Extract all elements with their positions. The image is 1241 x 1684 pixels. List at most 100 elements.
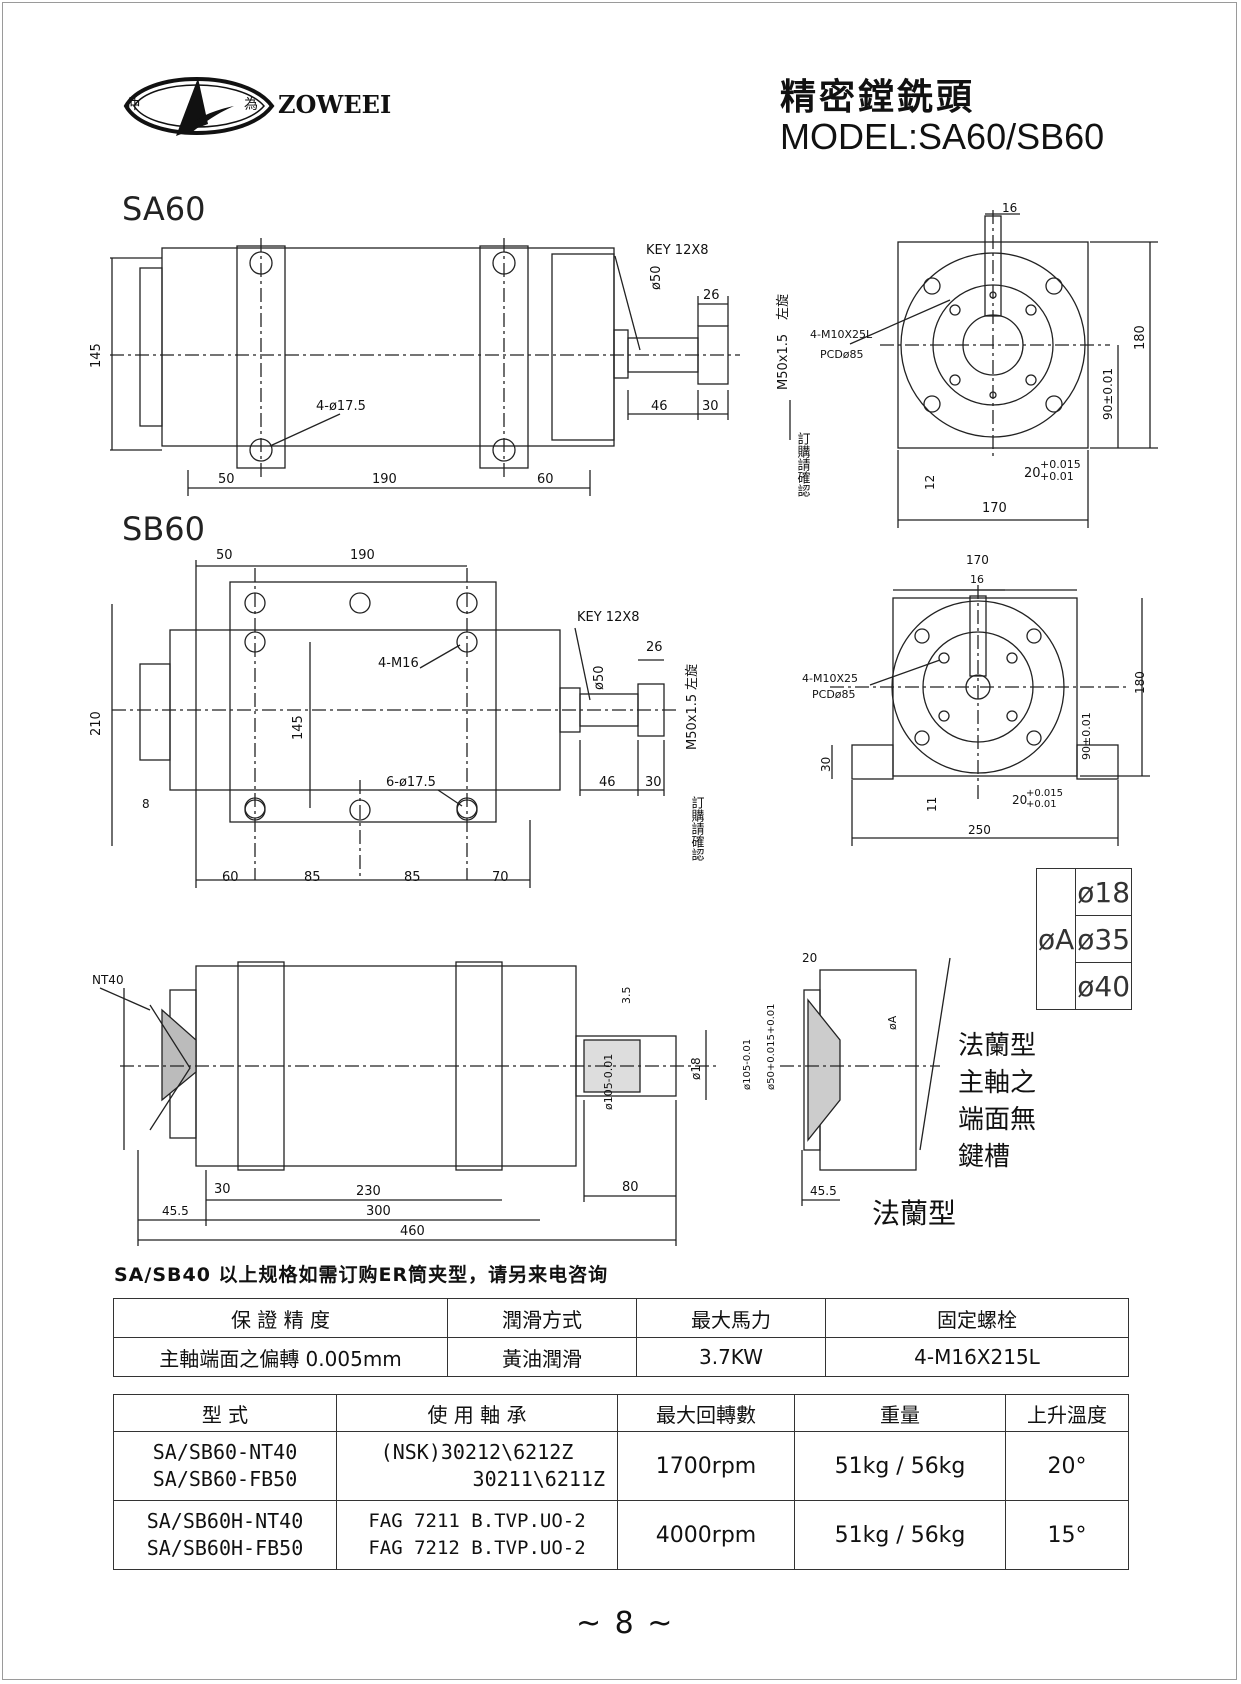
sa60-end-dim-16: 16: [1002, 201, 1017, 215]
accuracy-value: 主軸端面之偏轉 0.005mm: [113, 1337, 448, 1377]
sa60-end-dim-12: 12: [923, 475, 937, 490]
logo-brand-text: ZOWEEI: [278, 90, 392, 119]
model-cell: SA/SB60H-NT40 SA/SB60H-FB50: [113, 1500, 337, 1570]
er-collet-note: SA/SB40 以上规格如需订购ER筒夹型，请另来电咨询: [114, 1264, 609, 1286]
sb60-left-rotation: 左旋: [685, 664, 700, 690]
sa60-shaft-dia: ø50: [649, 266, 664, 291]
spec-table-1: 保 證 精 度 潤滑方式 最大馬力 固定螺栓 主軸端面之偏轉 0.005mm 黃…: [113, 1298, 1129, 1377]
rpm-value: 4000rpm: [617, 1500, 795, 1570]
sb60-side-view: [111, 560, 680, 888]
header-weight: 重量: [794, 1394, 1006, 1432]
dia-a-label: øA: [1035, 868, 1077, 1010]
sb60-end-dim-20: 20: [1012, 793, 1027, 807]
weight-value: 51kg / 56kg: [794, 1500, 1006, 1570]
weight-value: 51kg / 56kg: [794, 1431, 1006, 1501]
sb60-end-pcd: PCDø85: [812, 688, 856, 701]
page-title-model: MODEL:SA60/SB60: [780, 116, 1105, 157]
header-max-rpm: 最大回轉數: [617, 1394, 795, 1432]
sa60-key-label: KEY 12X8: [646, 243, 709, 258]
header-max-power: 最大馬力: [636, 1298, 826, 1338]
sb60-end-dim-16: 16: [970, 573, 984, 586]
sa60-left-rotation: 左旋: [776, 294, 791, 320]
flange-note-line: 端面無: [958, 1105, 1037, 1135]
sa60-end-dim-170: 170: [982, 501, 1007, 516]
sb60-end-dim-30: 30: [819, 757, 833, 772]
sa60-dim-46: 46: [651, 399, 668, 414]
sa60-end-pcd: PCDø85: [820, 348, 864, 361]
sb60-end-tol-up: +0.015: [1026, 788, 1063, 799]
dia-a-value: ø18: [1075, 868, 1133, 916]
sb60-dim-60: 60: [222, 870, 239, 885]
sa60-end-view: [849, 210, 1158, 528]
section-title-sb60: SB60: [122, 510, 205, 548]
header-accuracy: 保 證 精 度: [113, 1298, 448, 1338]
sb60-inner-145: 145: [291, 715, 306, 740]
sa60-end-tol-dn: +0.01: [1040, 470, 1074, 483]
flange-note-line: 法蘭型: [958, 1031, 1037, 1061]
sa60-side-view: [110, 238, 791, 496]
bearing-line: FAG 7211 B.TVP.UO-2: [368, 1510, 586, 1532]
section-nt40-label: NT40: [92, 973, 124, 987]
bolts-value: 4-M16X215L: [825, 1337, 1129, 1377]
sa60-end-dim-90: 90±0.01: [1101, 368, 1115, 420]
sa60-dim-60: 60: [537, 472, 554, 487]
sb60-end-tol-dn: +0.01: [1026, 799, 1057, 810]
sb60-end-dim-170: 170: [966, 553, 989, 567]
sa60-end-pcd-holes: 4-M10X25L: [810, 328, 873, 341]
section-title-sa60: SA60: [122, 190, 206, 228]
brand-logo: 仲 為 ZOWEEI: [116, 66, 391, 150]
flange-dia-105: ø105-0.01: [742, 1039, 753, 1090]
logo-emblem: [123, 77, 275, 136]
lubrication-value: 黃油潤滑: [447, 1337, 637, 1377]
logo-char-right: 為: [244, 97, 258, 113]
sb60-end-dim-180: 180: [1133, 671, 1147, 694]
bearing-line: FAG 7212 B.TVP.UO-2: [368, 1537, 586, 1559]
sb60-height-210: 210: [89, 711, 104, 736]
sb60-key-label: KEY 12X8: [577, 610, 640, 625]
sb60-dim-8: 8: [142, 797, 150, 811]
section-dim-45-5: 45.5: [162, 1204, 189, 1218]
bearing-cell: FAG 7211 B.TVP.UO-2 FAG 7212 B.TVP.UO-2: [336, 1500, 618, 1570]
page-number: ~ 8 ~: [576, 1606, 675, 1641]
bearing-cell: (NSK)30212\6212Z 30211\6211Z: [336, 1431, 618, 1501]
model-line: SA/SB60-FB50: [152, 1467, 298, 1491]
model-line: SA/SB60-NT40: [152, 1440, 298, 1464]
flange-dia-50: ø50+0.015+0.01: [766, 1004, 777, 1091]
sa60-dim-50: 50: [218, 472, 235, 487]
bearing-line: 30211\6211Z: [472, 1467, 605, 1491]
header-temp-rise: 上升溫度: [1005, 1394, 1129, 1432]
rpm-value: 1700rpm: [617, 1431, 795, 1501]
header-bearing: 使 用 軸 承: [336, 1394, 618, 1432]
sa60-end-dim-180: 180: [1133, 325, 1148, 350]
section-view: [99, 957, 951, 1246]
sb60-thread: M50x1.5: [685, 694, 700, 750]
flange-dim-45-5: 45.5: [810, 1184, 837, 1198]
section-dia-105: ø105-0.01: [602, 1054, 615, 1110]
section-dia-18: ø18: [689, 1057, 703, 1080]
spec-table-2: 型 式 使 用 軸 承 最大回轉數 重量 上升溫度 SA/SB60-NT40 S…: [113, 1394, 1129, 1570]
header-bolts: 固定螺栓: [825, 1298, 1129, 1338]
section-dim-230: 230: [356, 1184, 381, 1199]
logo-char-left: 仲: [126, 97, 140, 113]
model-line: SA/SB60H-NT40: [146, 1509, 304, 1533]
section-dim-3-5: 3.5: [620, 987, 633, 1005]
sb60-dim-70: 70: [492, 870, 509, 885]
sa60-dim-30: 30: [702, 399, 719, 414]
sb60-shaft-dia: ø50: [592, 666, 607, 691]
model-cell: SA/SB60-NT40 SA/SB60-FB50: [113, 1431, 337, 1501]
flange-note-line: 主軸之: [958, 1068, 1037, 1098]
sb60-end-pcd-holes: 4-M10X25: [802, 672, 858, 685]
flange-note: 法蘭型 主軸之 端面無 鍵槽: [958, 1028, 1036, 1176]
sa60-end-dim-20: 20: [1024, 466, 1041, 481]
sa60-confirm-note: 訂購請確認: [795, 431, 811, 497]
sb60-end-dim-250: 250: [968, 823, 991, 837]
sb60-dim-26: 26: [646, 640, 663, 655]
section-dim-300: 300: [366, 1204, 391, 1219]
flange-dim-20: 20: [802, 951, 817, 965]
sb60-holes-label: 6-ø17.5: [386, 775, 436, 790]
dia-a-value: ø35: [1075, 915, 1133, 963]
sa60-thread: M50x1.5: [776, 334, 791, 390]
sb60-dim-85a: 85: [304, 870, 321, 885]
sa60-dim-26: 26: [703, 288, 720, 303]
